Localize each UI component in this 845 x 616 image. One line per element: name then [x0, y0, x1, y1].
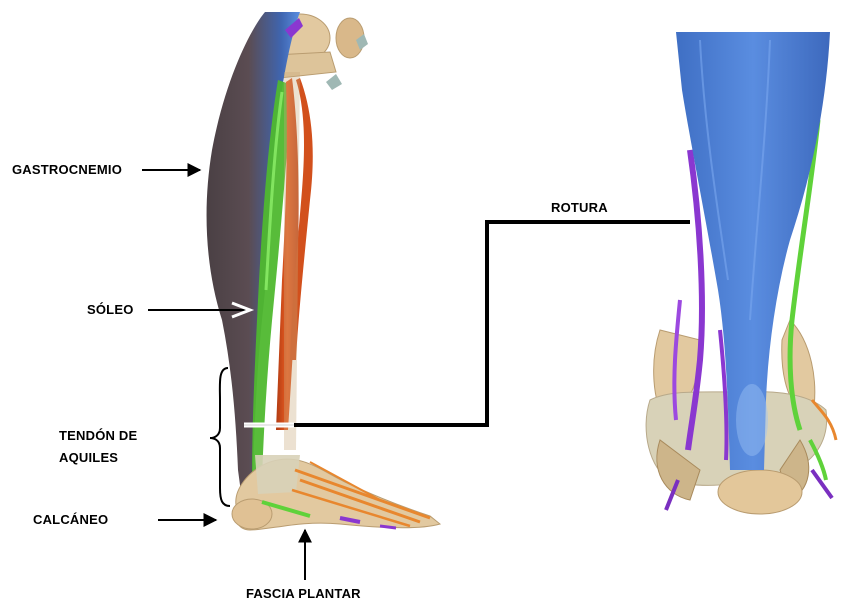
- achilles-bracket: [210, 368, 230, 506]
- knee-ligament-2: [326, 74, 342, 90]
- connector-line: [294, 222, 690, 425]
- label-tendon-line2: AQUILES: [59, 447, 118, 469]
- tendon-insertion-highlight: [736, 384, 768, 456]
- label-tendon-line1: TENDÓN DE: [59, 425, 137, 447]
- calcaneus-posterior: [718, 470, 802, 514]
- label-calcaneo: CALCÁNEO: [33, 509, 108, 531]
- label-gastrocnemio: GASTROCNEMIO: [12, 159, 122, 181]
- label-fascia-plantar: FASCIA PLANTAR: [246, 583, 361, 605]
- ankle-ligaments: [255, 455, 300, 494]
- label-soleo: SÓLEO: [87, 299, 134, 321]
- label-rotura: ROTURA: [551, 197, 608, 219]
- left-leg-illustration: [148, 12, 440, 530]
- right-ankle-illustration: [646, 32, 836, 514]
